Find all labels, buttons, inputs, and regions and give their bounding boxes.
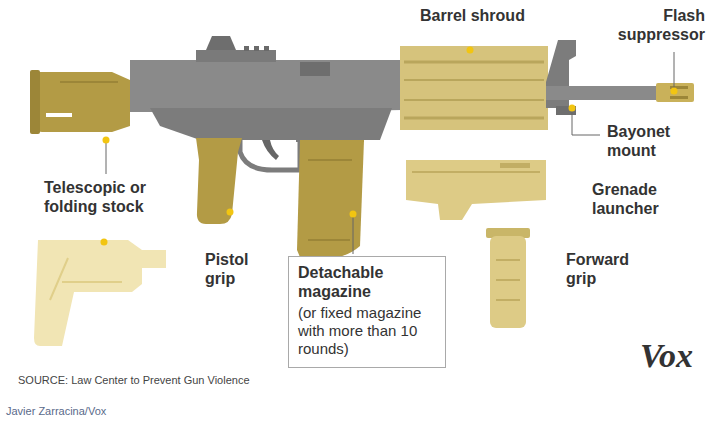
trigger-guard: [240, 140, 300, 170]
butt-pad: [30, 70, 40, 134]
grip-groove: [496, 299, 520, 301]
forward-grip: [486, 228, 530, 328]
rail-line: [404, 61, 544, 64]
part-label: Bayonet mount: [607, 122, 687, 160]
magazine-groove: [308, 239, 350, 241]
upper-receiver: [130, 60, 402, 112]
shroud-body: [400, 46, 548, 130]
launcher-line: [412, 171, 540, 173]
part-label: Pistol grip: [205, 250, 267, 288]
part-label: Flash suppressor: [595, 6, 705, 44]
stock-detail: [50, 258, 122, 300]
rail-line: [404, 79, 544, 81]
marker-dot: [467, 47, 474, 54]
stock-body: [34, 72, 130, 132]
part-label: Telescopic or folding stock: [44, 178, 194, 216]
flash-suppressor: [656, 83, 694, 102]
marker-dot: [671, 88, 678, 95]
stock-outline: [34, 240, 142, 346]
rail-line: [404, 117, 544, 120]
leader-line: [674, 52, 675, 88]
rail-tooth: [244, 46, 249, 51]
credit: Javier Zarracina/Vox: [6, 405, 106, 418]
suppressor-body: [656, 83, 694, 102]
leader-line: [572, 112, 600, 135]
barrel-shroud: [400, 46, 548, 130]
grip-groove: [496, 279, 520, 281]
marker-dot: [227, 209, 234, 216]
stock-ridge: [60, 81, 118, 83]
stock: [30, 70, 138, 134]
ejection-port: [300, 62, 330, 76]
trigger: [262, 140, 279, 160]
part-label: Grenade launcher: [592, 180, 687, 218]
marker-dot: [103, 137, 110, 144]
barrel: [546, 86, 658, 100]
rail-teeth: [244, 46, 269, 51]
suppressor-slot: [670, 96, 688, 99]
grip-groove: [496, 259, 520, 261]
marker-dot: [350, 211, 357, 218]
rail-line: [404, 99, 544, 101]
callout-box: Detachable magazine(or fixed magazine wi…: [288, 256, 446, 368]
grip-body: [490, 236, 526, 328]
leader-line: [353, 216, 354, 254]
rear-sight: [206, 36, 236, 50]
magazine-well: [296, 108, 364, 142]
leaders: [101, 47, 678, 255]
callout-note: (or fixed magazine with more than 10 rou…: [298, 304, 436, 358]
magazine: [297, 140, 364, 262]
callout-heading: Detachable magazine: [298, 263, 436, 301]
magazine-groove: [308, 159, 352, 161]
marker-dot: [569, 105, 576, 112]
leader-line: [106, 142, 107, 174]
pistol-grip: [196, 138, 242, 224]
launcher-detail: [500, 163, 530, 168]
launcher-body: [406, 160, 546, 220]
stock-slot: [46, 113, 72, 117]
part-label: Forward grip: [566, 250, 651, 288]
magazine-body: [297, 140, 364, 262]
marker-dot: [101, 239, 108, 246]
top-rail: [196, 50, 276, 62]
source-note: SOURCE: Law Center to Prevent Gun Violen…: [18, 374, 250, 387]
rail-tooth: [254, 46, 259, 51]
logo: Vox: [640, 336, 693, 377]
part-label: Barrel shroud: [420, 6, 525, 25]
folding-stock: [34, 240, 166, 346]
rail-tooth: [264, 46, 269, 51]
grenade-launcher: [406, 160, 546, 220]
